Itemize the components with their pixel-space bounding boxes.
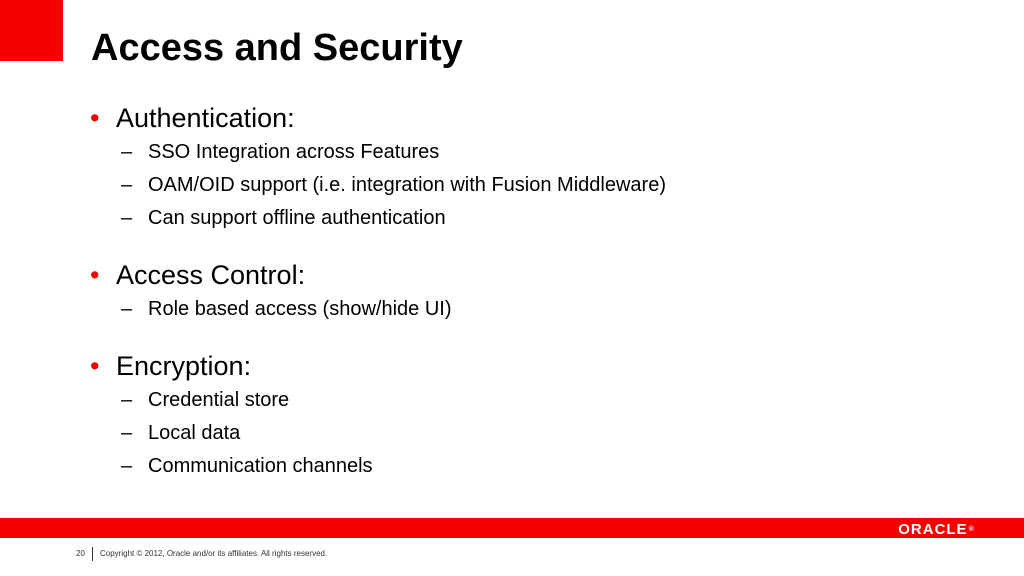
footer-bar	[0, 518, 1024, 538]
sub-marker: –	[121, 455, 133, 477]
sub-item-text: Can support offline authentication	[148, 207, 446, 229]
registered-mark: ®	[968, 525, 974, 533]
page-number: 20	[76, 549, 85, 558]
logo-text: ORACLE	[898, 520, 968, 538]
footer-divider	[92, 547, 93, 561]
sub-item: – Role based access (show/hide UI)	[0, 293, 1024, 326]
bullet-marker: •	[90, 260, 100, 290]
section-encryption: • Encryption: – Credential store – Local…	[0, 348, 1024, 483]
sub-item: – Can support offline authentication	[0, 202, 1024, 235]
sub-item-text: Communication channels	[148, 455, 373, 477]
bullet-item: • Authentication:	[0, 100, 1024, 136]
oracle-logo: ORACLE®	[893, 520, 979, 538]
bullet-marker: •	[90, 351, 100, 381]
section-authentication: • Authentication: – SSO Integration acro…	[0, 100, 1024, 235]
accent-block	[0, 0, 63, 61]
copyright-text: Copyright © 2012, Oracle and/or its affi…	[100, 549, 328, 558]
section-access-control: • Access Control: – Role based access (s…	[0, 257, 1024, 326]
sub-marker: –	[121, 174, 133, 196]
sub-item-text: OAM/OID support (i.e. integration with F…	[148, 174, 666, 196]
sub-marker: –	[121, 141, 133, 163]
bullet-heading: Access Control:	[116, 260, 306, 290]
sub-marker: –	[121, 422, 133, 444]
sub-item-text: Local data	[148, 422, 241, 444]
sub-item: – SSO Integration across Features	[0, 136, 1024, 169]
sub-item: – Credential store	[0, 384, 1024, 417]
bullet-heading: Authentication:	[116, 103, 295, 133]
slide-title: Access and Security	[91, 27, 463, 69]
sub-marker: –	[121, 298, 133, 320]
sub-item-text: Role based access (show/hide UI)	[148, 298, 452, 320]
bullet-item: • Encryption:	[0, 348, 1024, 384]
bullet-marker: •	[90, 103, 100, 133]
sub-item-text: Credential store	[148, 389, 290, 411]
sub-item: – OAM/OID support (i.e. integration with…	[0, 169, 1024, 202]
slide-content: • Authentication: – SSO Integration acro…	[0, 100, 1024, 505]
sub-item: – Communication channels	[0, 450, 1024, 483]
bullet-item: • Access Control:	[0, 257, 1024, 293]
bullet-heading: Encryption:	[116, 351, 252, 381]
sub-item-text: SSO Integration across Features	[148, 141, 440, 163]
sub-item: – Local data	[0, 417, 1024, 450]
sub-marker: –	[121, 207, 133, 229]
sub-marker: –	[121, 389, 133, 411]
